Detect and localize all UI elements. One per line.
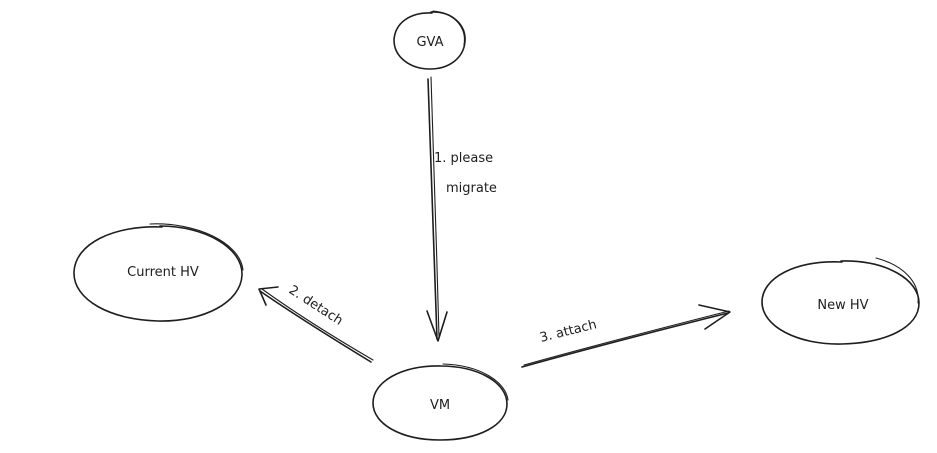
edge-attach[interactable]: 3. attach — [521, 304, 731, 368]
edge-attach-label: 3. attach — [538, 317, 598, 346]
edge-please-migrate-label-line1: 1. please — [434, 151, 493, 166]
edge-please-migrate[interactable]: 1. please migrate — [426, 76, 497, 342]
arrowhead-detach — [258, 286, 279, 306]
node-vm[interactable]: VM — [372, 363, 509, 441]
node-gva[interactable]: GVA — [393, 10, 466, 70]
node-current-hv[interactable]: Current HV — [73, 223, 244, 322]
edge-please-migrate-label-line2: migrate — [446, 181, 497, 196]
node-current-hv-label: Current HV — [127, 265, 199, 280]
node-new-hv[interactable]: New HV — [761, 257, 920, 345]
node-gva-label: GVA — [416, 35, 443, 50]
arrowhead-please-migrate — [426, 310, 448, 342]
arrowhead-attach — [698, 304, 731, 330]
edge-detach-label: 2. detach — [286, 283, 346, 329]
edge-detach[interactable]: 2. detach — [258, 283, 374, 363]
node-new-hv-label: New HV — [817, 298, 868, 313]
node-vm-label: VM — [430, 398, 450, 413]
